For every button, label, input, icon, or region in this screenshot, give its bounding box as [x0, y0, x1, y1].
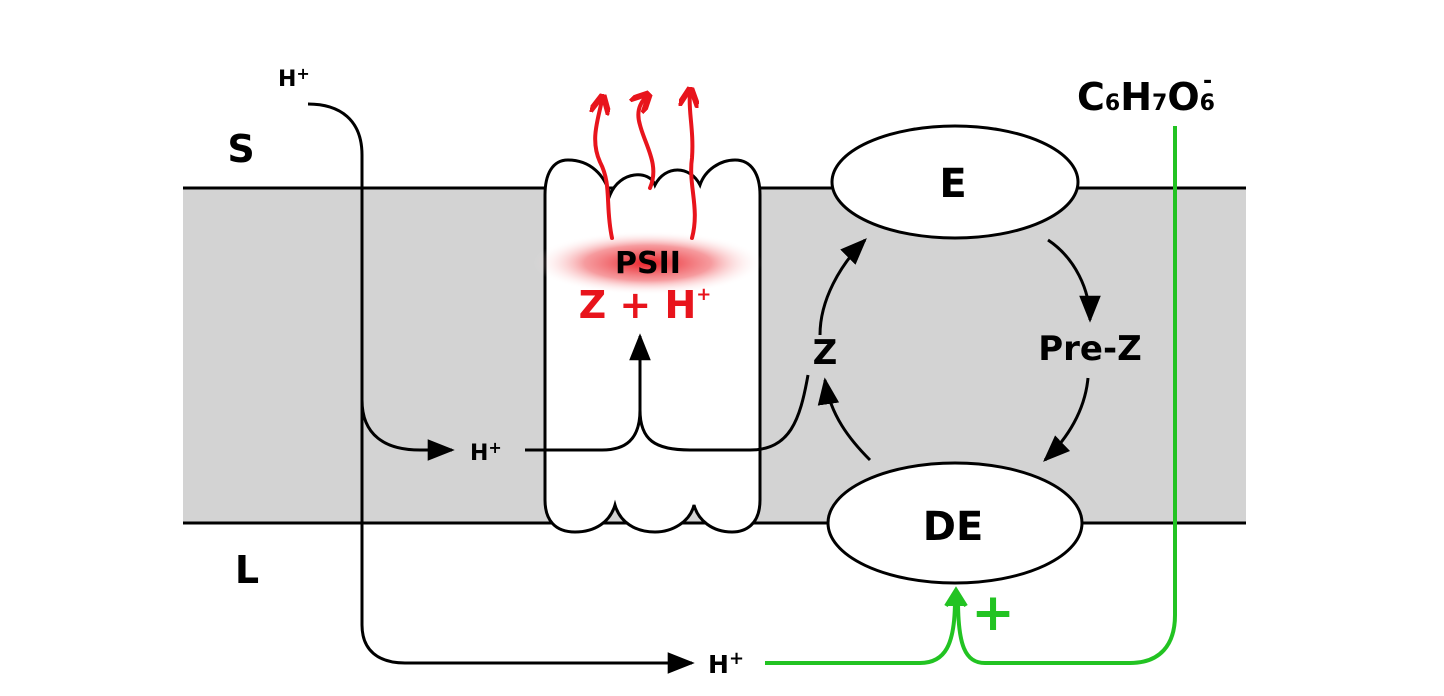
enzyme-e-ellipse: [830, 124, 1080, 240]
proton-to-psii-and-z-path: [525, 374, 810, 452]
pre-z-label: Pre-Z: [1038, 329, 1142, 369]
psii-product-label: Z + H+: [579, 283, 712, 327]
plus-sign: +: [971, 583, 1015, 643]
heat-arrows: [595, 93, 695, 240]
psii-product-sup: +: [696, 284, 711, 305]
ascorbate-formula: C6H7O6-: [1077, 69, 1215, 119]
psii-glow: [533, 231, 763, 295]
z-label: Z: [813, 333, 838, 373]
proton-lumen-sup: +: [729, 648, 744, 669]
psii-complex: [543, 158, 762, 534]
formula-o-sub: 6: [1200, 91, 1215, 116]
formula-c: C: [1077, 75, 1105, 119]
e-to-prez-arrow: [1047, 238, 1101, 323]
ascorbate-arrowhead: [944, 586, 968, 608]
psii-label: PSII: [615, 246, 681, 281]
heat-arrow-1: [595, 100, 614, 240]
proton-label-top: H+: [278, 64, 310, 92]
formula-h: H: [1120, 75, 1152, 119]
enzyme-de-ellipse: [826, 461, 1084, 585]
heat-arrow-3: [690, 93, 695, 240]
proton-top-sup: +: [296, 64, 309, 83]
formula-c-sub: 6: [1105, 91, 1120, 116]
formula-h-sub: 7: [1152, 91, 1167, 116]
de-to-z-arrow: [817, 377, 872, 462]
stroma-label: S: [227, 127, 254, 171]
psii-product-text: Z + H: [579, 283, 697, 327]
proton-membrane-h: H: [470, 441, 488, 466]
proton-lumen-h: H: [708, 650, 729, 679]
proton-top-h: H: [278, 67, 296, 92]
enzyme-e-label: E: [939, 161, 966, 207]
proton-membrane-sup: +: [488, 438, 501, 457]
heat-arrow-2: [638, 97, 656, 190]
proton-label-lumen: H+: [708, 648, 744, 679]
enzyme-de-label: DE: [923, 504, 984, 550]
proton-label-membrane: H+: [470, 438, 502, 466]
proton-to-de-path: [765, 599, 957, 665]
z-to-e-arrow: [818, 238, 867, 336]
formula-charge: -: [1203, 69, 1212, 94]
lumen-label: L: [235, 548, 259, 592]
ascorbate-path: [956, 126, 1177, 665]
prez-to-de-arrow: [1043, 377, 1090, 462]
formula-o: O: [1167, 75, 1199, 119]
proton-lumen-path: [360, 400, 695, 674]
